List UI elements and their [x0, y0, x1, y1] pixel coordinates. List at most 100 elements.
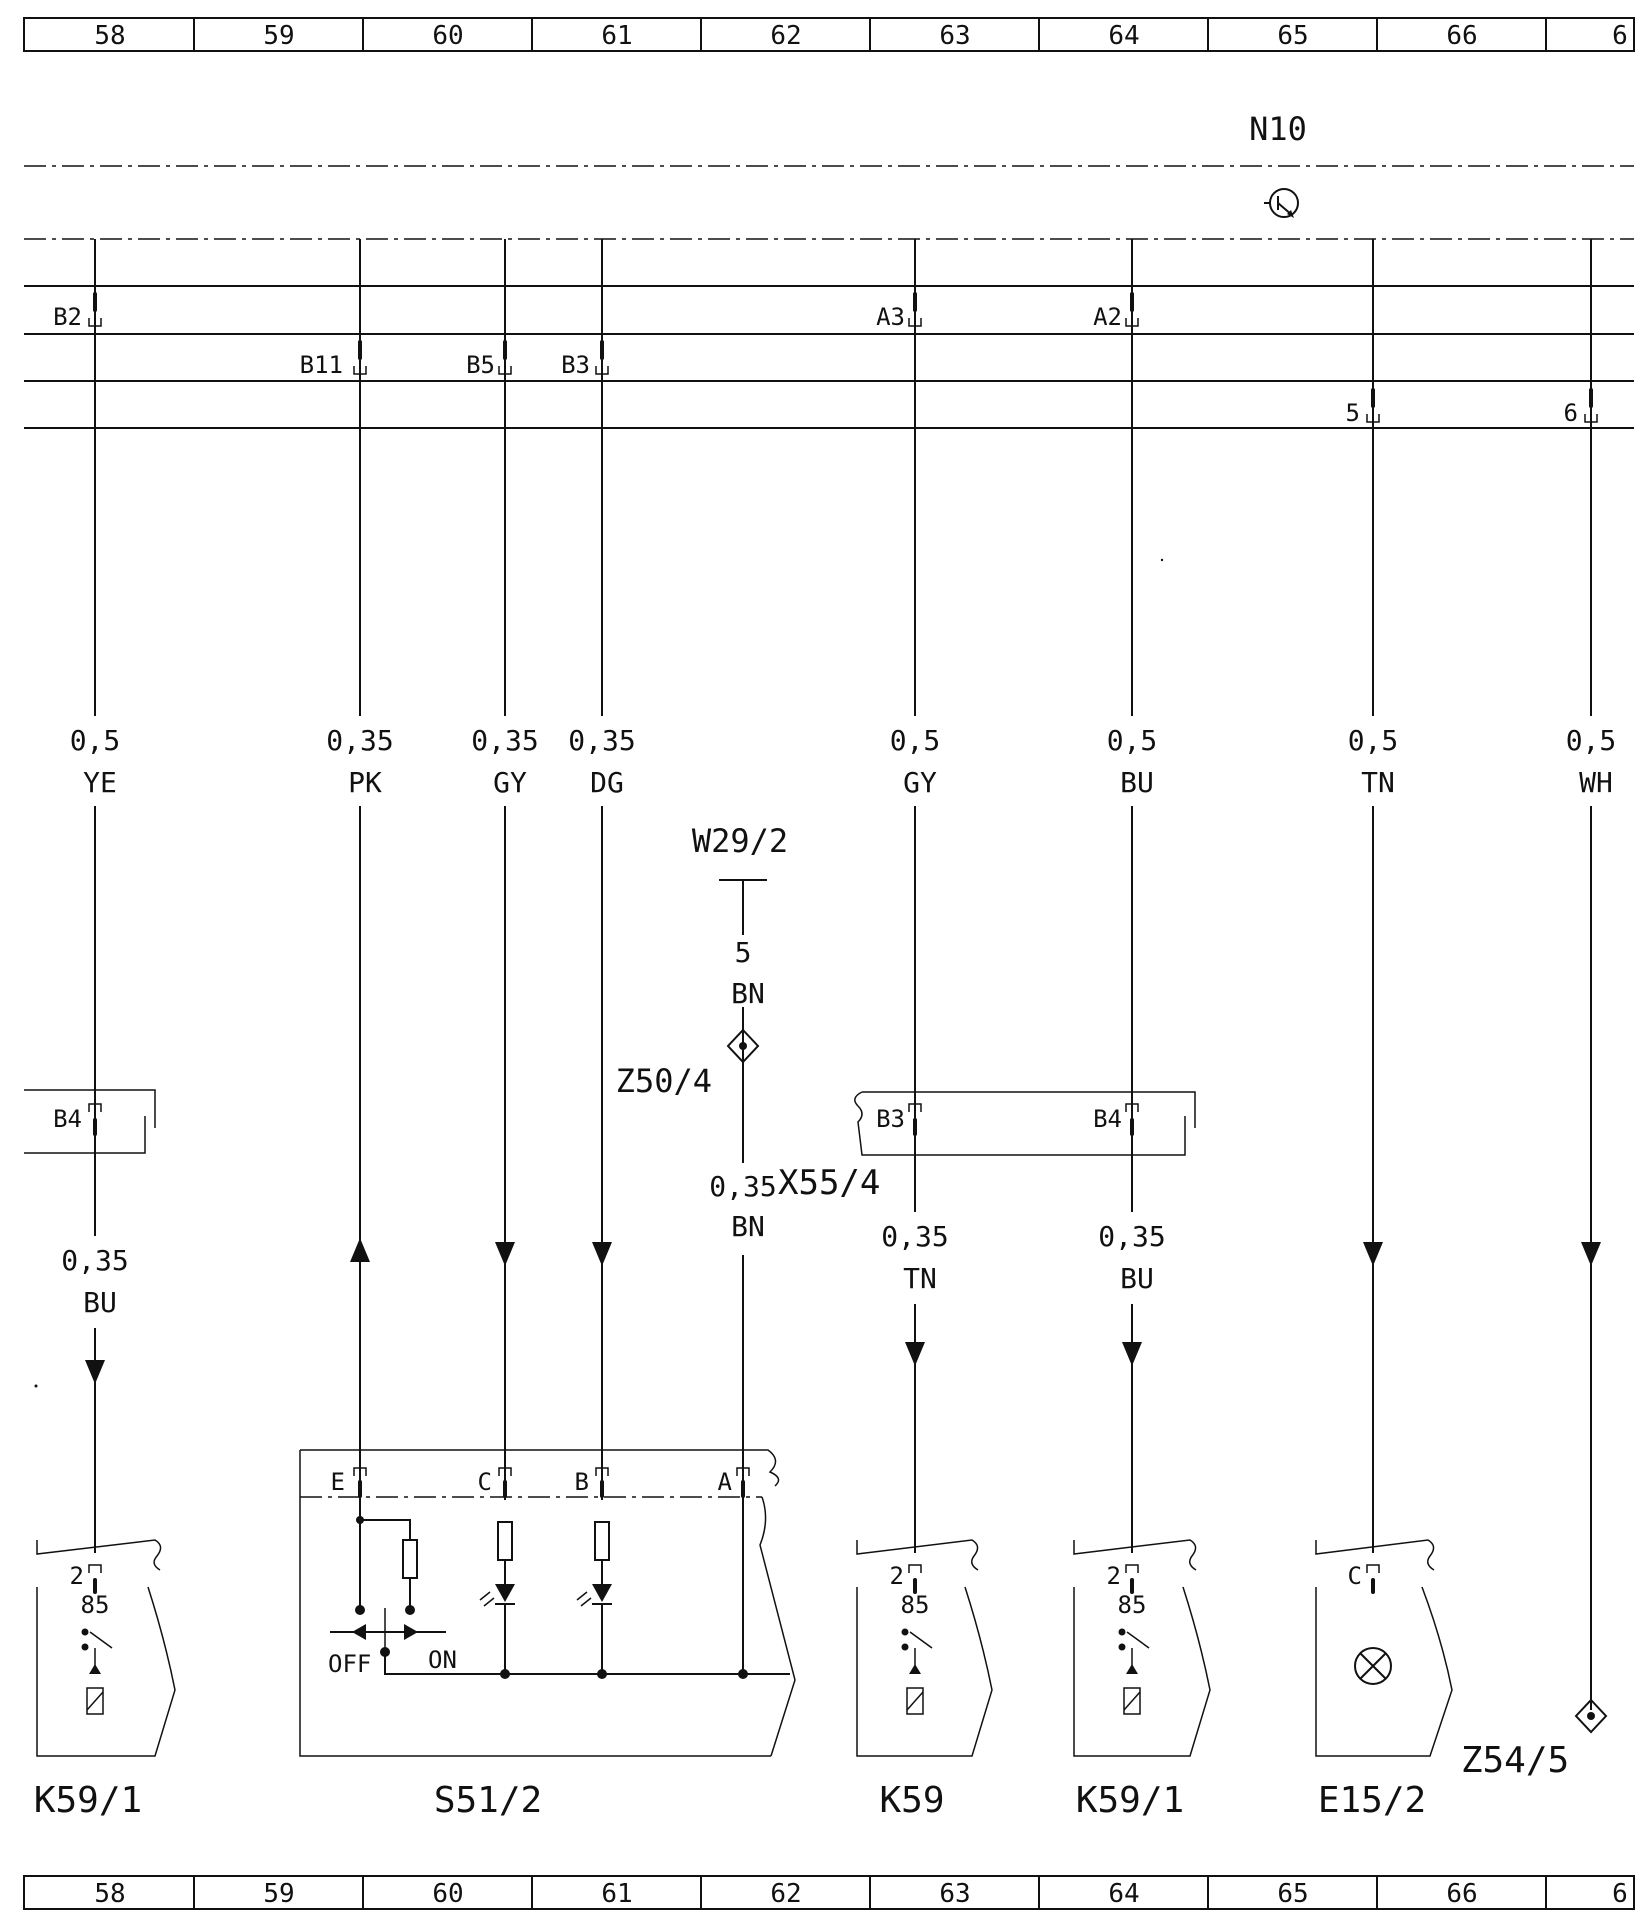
wire-size: 0,5 — [1348, 724, 1399, 757]
led-icon — [592, 1584, 612, 1602]
wire-size: 0,35 — [881, 1220, 948, 1253]
wire-color: TN — [903, 1262, 937, 1295]
pin-b3: B3 — [561, 340, 609, 379]
splice-icon — [1574, 1698, 1608, 1734]
wire-color: WH — [1579, 766, 1613, 799]
label-masks — [55, 716, 1631, 1328]
relay-terminal: 85 — [1118, 1591, 1147, 1619]
wire-color: GY — [903, 766, 937, 799]
pin-label: B5 — [466, 351, 495, 379]
pin-label: B11 — [300, 351, 343, 379]
relay-terminal: 85 — [81, 1591, 110, 1619]
column-number: 62 — [770, 21, 801, 51]
column-number: 63 — [939, 1879, 970, 1909]
pin-label: B2 — [53, 303, 82, 331]
wire-size: 0,5 — [1107, 724, 1158, 757]
lamp-pin: C — [1348, 1562, 1362, 1590]
relay-k59-1-left: 2 85 K59/1 — [34, 1539, 176, 1821]
pin-label: 5 — [1346, 399, 1360, 427]
arrow-down-icon — [495, 1242, 515, 1266]
column-number: 66 — [1446, 1879, 1477, 1909]
arrow-down-icon — [1363, 1242, 1383, 1266]
switch-pin: B — [575, 1468, 589, 1496]
column-number: 65 — [1277, 21, 1308, 51]
relay-k59: 2 85 K59 — [856, 1539, 993, 1821]
wire-size: 0,5 — [890, 724, 941, 757]
pin-b2: B2 — [53, 292, 102, 331]
lower-wire-labels: 0,35 BU 0,35 TN 0,35 BU — [61, 1220, 1165, 1319]
upper-connector-pins: B2 B11 B5 B3 A3 A2 5 — [53, 292, 1598, 427]
connector-label: X55/4 — [778, 1163, 880, 1203]
pin-label: A3 — [876, 303, 905, 331]
relay-label: K59 — [879, 1780, 944, 1821]
column-number: 61 — [601, 21, 632, 51]
switch-label: S51/2 — [434, 1780, 542, 1821]
wire-size: 0,5 — [70, 724, 121, 757]
column-number: 59 — [263, 1879, 294, 1909]
pin-b11: B11 — [300, 340, 367, 379]
splice-label: Z50/4 — [616, 1062, 712, 1100]
connector-bus-lines — [24, 285, 1634, 429]
column-number: 58 — [94, 1879, 125, 1909]
ground-wire-color: BN — [731, 977, 765, 1010]
relay-pin: 2 — [70, 1562, 84, 1590]
column-number: 64 — [1108, 1879, 1139, 1909]
scan-speck — [1160, 558, 1164, 562]
pin-label: B4 — [1093, 1105, 1122, 1133]
column-number: 66 — [1446, 21, 1477, 51]
relay-k59-1-right: 2 85 K59/1 — [1073, 1539, 1211, 1821]
wire-size: 0,35 — [61, 1244, 128, 1277]
relay-contact-icon — [1118, 1628, 1150, 1715]
arrow-down-icon — [1122, 1342, 1142, 1366]
ground-wire-size: 5 — [735, 936, 752, 969]
relay-contact-icon — [81, 1628, 113, 1715]
upper-wire-labels: 0,5 YE 0,35 PK 0,35 GY 0,35 DG 0,5 GY 0,… — [70, 724, 1617, 799]
pin-label: B4 — [53, 1105, 82, 1133]
scan-speck — [34, 1384, 38, 1388]
wire-color: TN — [1361, 766, 1395, 799]
lamp-e15-2: C E15/2 — [1315, 1539, 1453, 1821]
column-number: 6 — [1612, 1879, 1628, 1909]
module-n10: N10 — [24, 110, 1634, 240]
connector-x55-4: B3 B4 X55/4 — [778, 1091, 1196, 1203]
column-grid-top: 58 59 60 61 62 63 64 65 66 6 — [23, 17, 1635, 52]
wire-size: 0,35 — [326, 724, 393, 757]
column-number: 59 — [263, 21, 294, 51]
switch-s51-2: E C B A OFF ON — [299, 1449, 796, 1821]
splice-icon — [726, 1028, 760, 1064]
relay-terminal: 85 — [901, 1591, 930, 1619]
wire-color: YE — [83, 766, 117, 799]
relay-label: K59/1 — [34, 1780, 142, 1821]
arrow-down-icon — [905, 1342, 925, 1366]
ground-label: W29/2 — [692, 822, 788, 860]
lamp-label: E15/2 — [1318, 1780, 1426, 1821]
direction-arrows — [85, 1238, 1601, 1384]
pin-label: 6 — [1564, 399, 1578, 427]
control-unit-icon — [1264, 188, 1299, 218]
column-number: 58 — [94, 21, 125, 51]
splice-z54-5: Z54/5 — [1461, 1698, 1608, 1781]
lamp-icon — [1354, 1647, 1392, 1685]
wire-paths — [94, 239, 1592, 1710]
ground-w29-2: W29/2 5 BN Z50/4 0,35 BN — [616, 822, 788, 1243]
column-number: 62 — [770, 1879, 801, 1909]
switch-off-label: OFF — [328, 1650, 371, 1678]
arrow-up-icon — [350, 1238, 370, 1262]
column-number: 65 — [1277, 1879, 1308, 1909]
column-number: 64 — [1108, 21, 1139, 51]
pin-label: B3 — [561, 351, 590, 379]
arrow-down-icon — [1581, 1242, 1601, 1266]
wire-color: PK — [348, 766, 382, 799]
pin-a2: A2 — [1093, 292, 1139, 331]
switch-pin: A — [718, 1468, 733, 1496]
column-number: 60 — [432, 21, 463, 51]
pin-a3: A3 — [876, 292, 922, 331]
switch-pin: E — [331, 1468, 345, 1496]
ground-lower-color: BN — [731, 1210, 765, 1243]
wire-size: 0,35 — [1098, 1220, 1165, 1253]
wire-size: 0,35 — [471, 724, 538, 757]
wire-color: DG — [590, 766, 624, 799]
column-number: 60 — [432, 1879, 463, 1909]
pin-label: A2 — [1093, 303, 1122, 331]
